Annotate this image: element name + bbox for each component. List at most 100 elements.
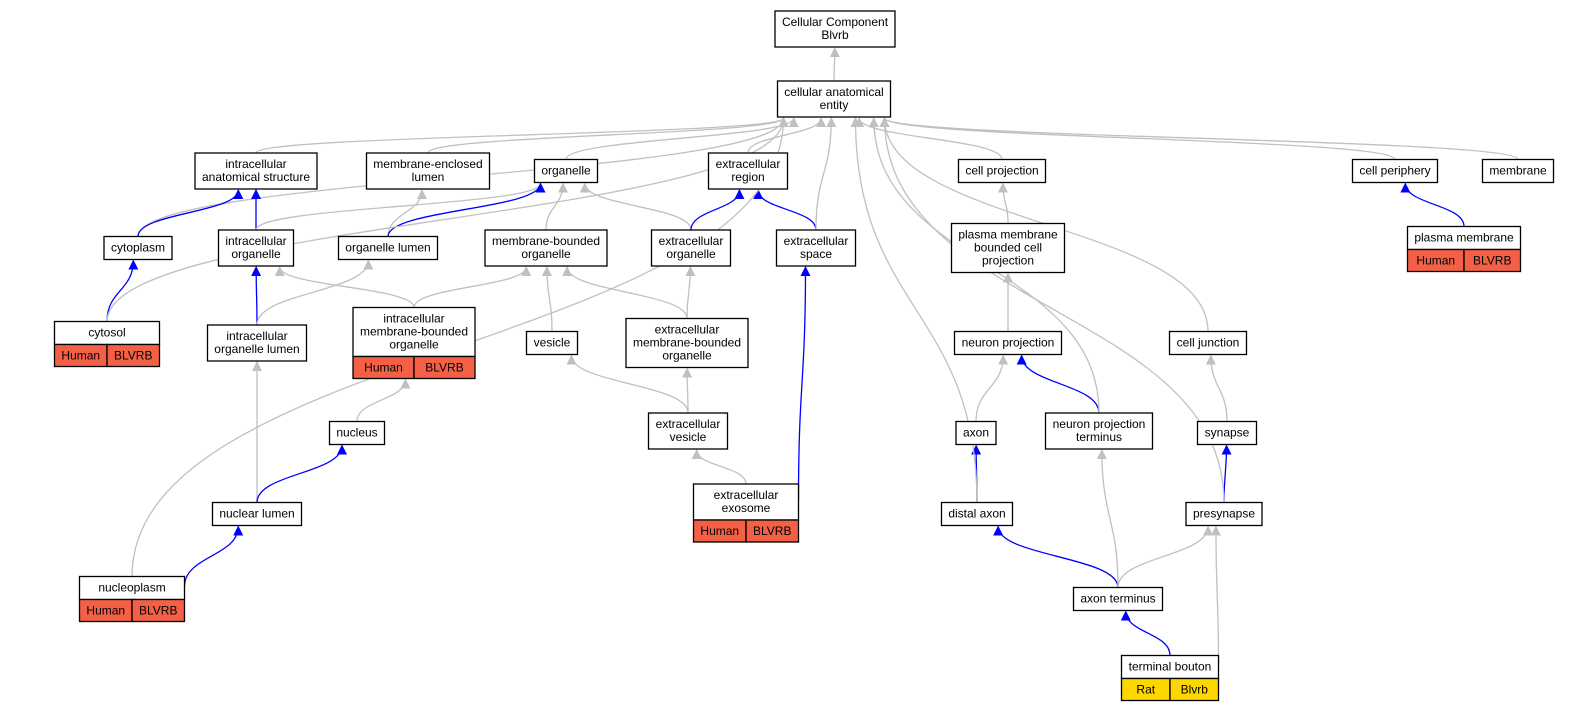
edge-nucleus-to-imbo [356,378,411,422]
node-axon[interactable]: axon [955,420,997,446]
edge-intorg-to-organelle [255,182,546,231]
annotation-cell [131,598,186,623]
node-cellper[interactable]: cell periphery [1351,158,1439,184]
edge-nuclumen-to-nucleus [256,444,347,503]
node-nuclumen[interactable]: nuclear lumen [211,501,303,527]
node-label-line: plasma membrane [1414,231,1514,245]
node-label-line: lumen [412,170,445,184]
node-box [1185,501,1263,527]
node-label-line: bounded cell [974,241,1042,255]
edge-orglumen-to-mel [387,189,427,237]
node-label-line: extracellular [655,323,720,337]
node-axonterm[interactable]: axon terminus [1072,586,1164,612]
edge-exosome-to-exves [691,449,747,485]
node-box [533,158,599,184]
edge-cytoplasm-to-ias [137,189,244,237]
edge-intorglumen-to-orglumen [256,259,374,326]
edge-cellproj-to-cae [854,117,1003,160]
node-box [625,317,749,369]
node-label-line: organelle [662,349,712,363]
annotation-species: Human [61,349,100,363]
node-box [194,152,318,190]
edge-exves-to-vesicle [566,354,689,414]
node-organelle[interactable]: organelle [533,158,599,184]
node-label-line: extracellular [784,234,849,248]
annotation-cell [1169,677,1220,702]
node-cytoplasm[interactable]: cytoplasm [103,235,173,261]
annotation-gene: BLVRB [139,604,177,618]
node-celljunction[interactable]: cell junction [1168,330,1248,356]
edge-npt-to-neuronproj [1016,354,1100,414]
annotation-cell [106,343,161,368]
edge-intorglumen-to-intorg [251,266,262,326]
node-box [647,412,729,450]
node-label-line: axon [963,426,989,440]
node-label-line: cell junction [1177,336,1240,350]
node-label-line: cytoplasm [111,241,165,255]
node-cellproj[interactable]: cell projection [957,158,1047,184]
node-imbo[interactable]: intracellularmembrane-boundedorganelleHu… [352,306,476,380]
node-distalaxon[interactable]: distal axon [940,501,1014,527]
node-box [1044,412,1154,450]
node-presynapse[interactable]: presynapse [1185,501,1263,527]
edge-cae-to-root [829,47,840,82]
node-label-line: membrane-bounded [492,234,600,248]
annotation-species: Human [1416,254,1455,268]
node-label-line: cytosol [88,326,125,340]
node-box [950,222,1066,274]
node-label-line: organelle [231,247,281,261]
node-label-line: intracellular [225,157,286,171]
node-label-line: extracellular [716,157,781,171]
node-label-line: nucleoplasm [98,581,165,595]
node-label-line: anatomical structure [202,170,310,184]
node-neuronproj[interactable]: neuron projection [953,330,1063,356]
node-box [776,80,892,118]
annotation-species: Rat [1136,683,1155,697]
node-vesicle[interactable]: vesicle [525,330,579,356]
node-orglumen[interactable]: organelle lumen [337,235,439,261]
node-label-line: intracellular [225,234,286,248]
node-label-line: organelle [389,338,439,352]
node-nucleus[interactable]: nucleus [328,420,386,446]
node-box [206,324,308,362]
edge-ias-to-cae [255,117,789,154]
edge-exorg-to-organelle [579,182,692,231]
edge-exosome-to-exspace [797,266,811,501]
annotation-gene: BLVRB [425,361,463,375]
node-label-line: extracellular [659,234,724,248]
node-label-line: Blvrb [821,28,849,42]
node-label-line: membrane-enclosed [373,157,482,171]
node-label-line: organelle lumen [214,342,299,356]
node-box [774,10,896,48]
node-label-line: projection [982,254,1034,268]
annotation-gene: Blvrb [1181,683,1209,697]
node-synapse[interactable]: synapse [1196,420,1258,446]
annotation-gene: BLVRB [114,349,152,363]
edge-synapse-to-celljunction [1205,354,1228,422]
node-label-line: space [800,247,832,261]
node-membrane[interactable]: membrane [1481,158,1555,184]
node-box [1196,420,1258,446]
node-label-line: vesicle [534,336,571,350]
node-box [707,152,789,190]
